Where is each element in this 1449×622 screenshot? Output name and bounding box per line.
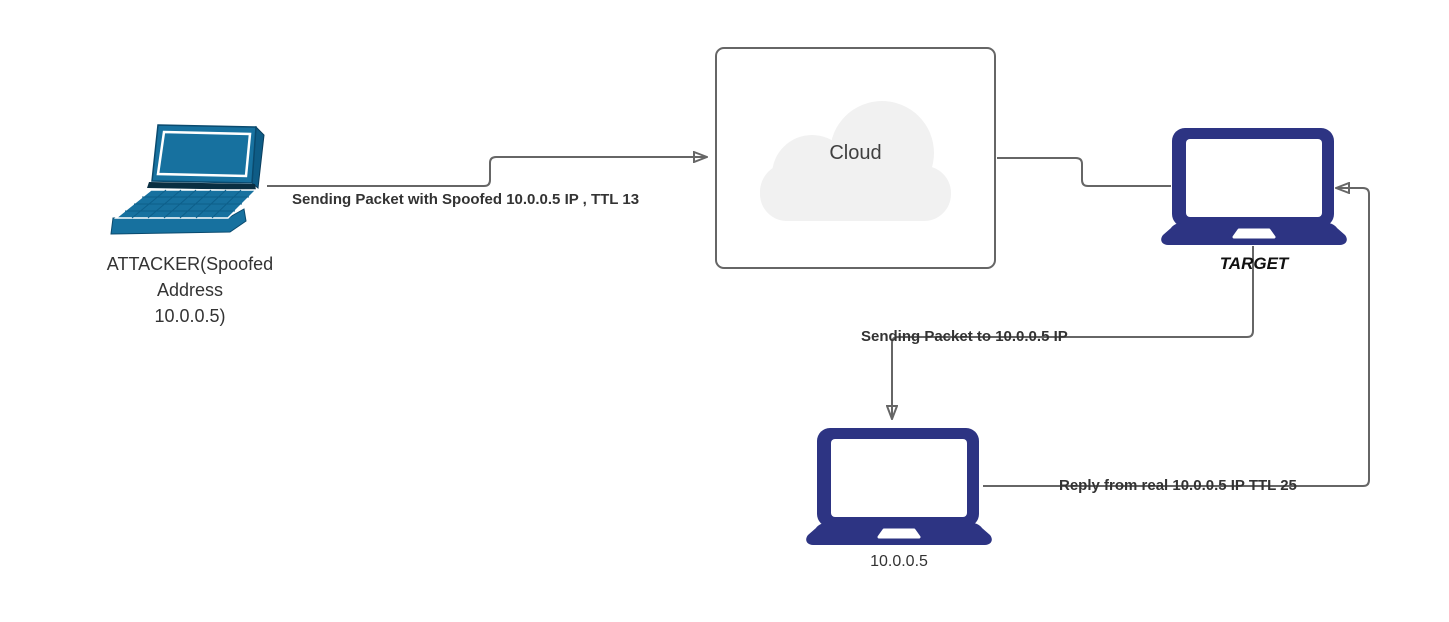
attacker-label-line2: Address	[156, 280, 224, 300]
edge-label-reply: Reply from real 10.0.0.5 IP TTL 25	[1059, 477, 1297, 494]
target-laptop-icon	[1161, 128, 1347, 247]
real-host-laptop-icon	[806, 428, 992, 547]
real-host-label: 10.0.0.5	[870, 553, 928, 570]
edge-real-host-to-target	[983, 188, 1370, 487]
attacker-laptop-icon	[110, 124, 265, 235]
attacker-label-line3: 10.0.0.5)	[154, 306, 226, 326]
attacker-label: ATTACKER(Spoofed Address 10.0.0.5)	[70, 251, 310, 329]
edge-attacker-to-cloud	[267, 157, 706, 187]
cloud-icon	[760, 101, 951, 221]
edge-label-send-to-real: Sending Packet to 10.0.0.5 IP	[861, 328, 1068, 345]
edge-target-to-real-host	[892, 246, 1254, 418]
edge-cloud-to-target	[997, 157, 1171, 187]
cloud-label: Cloud	[829, 142, 882, 164]
target-label: TARGET	[1219, 254, 1289, 273]
attacker-label-line1: ATTACKER(Spoofed	[106, 254, 274, 274]
cloud-box: Cloud	[715, 47, 996, 269]
edge-label-spoofed-packet: Sending Packet with Spoofed 10.0.0.5 IP …	[292, 191, 640, 208]
